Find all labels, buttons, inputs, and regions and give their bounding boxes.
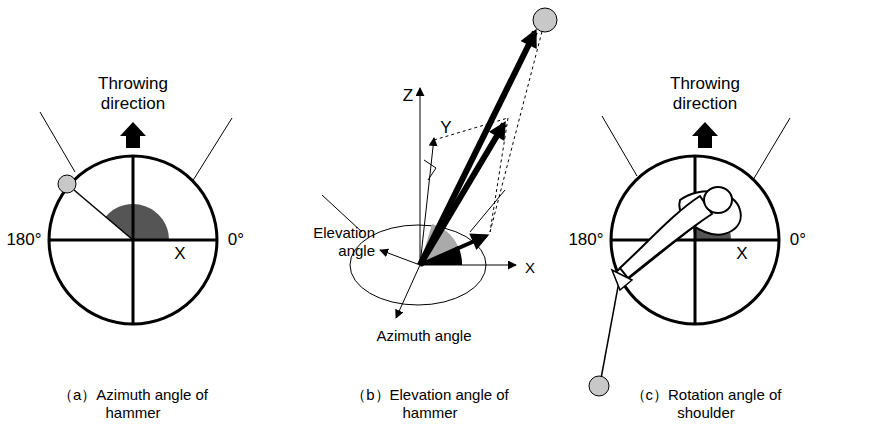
- axis-label: Y: [436, 118, 456, 138]
- axis-label: X: [732, 244, 752, 264]
- panel-caption: （c）Rotation angle of shoulder: [601, 386, 811, 422]
- direction-label: Throwing direction: [660, 74, 750, 115]
- axis-label: X: [170, 244, 190, 264]
- angle-label: Elevation angle: [301, 224, 375, 260]
- panel-caption: （a）Azimuth angle of hammer: [33, 386, 233, 422]
- panel-caption: （b）Elevation angle of hammer: [325, 386, 535, 422]
- angle-mark: 0°: [221, 230, 251, 250]
- axis-label: Z: [398, 86, 418, 106]
- angle-mark: 180°: [564, 230, 608, 250]
- axis-label: X: [520, 259, 540, 277]
- angle-mark: 0°: [783, 230, 813, 250]
- panel-b: [322, 8, 557, 318]
- angle-label: Azimuth angle: [364, 327, 484, 345]
- panel-a: [40, 112, 232, 324]
- direction-label: Throwing direction: [88, 74, 178, 115]
- panel-c: [589, 116, 790, 396]
- angle-mark: 180°: [2, 230, 46, 250]
